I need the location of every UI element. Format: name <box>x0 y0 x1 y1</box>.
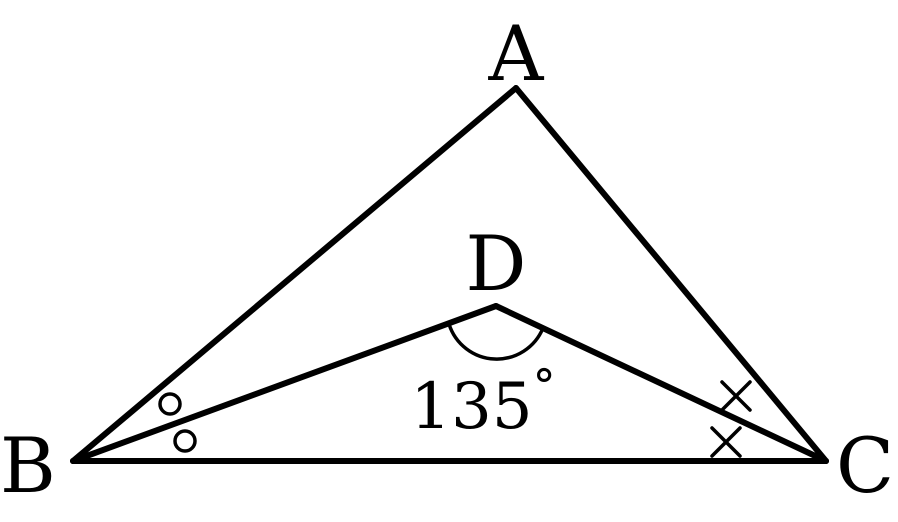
vertex-label-d: D <box>466 219 527 308</box>
edge-bd <box>70 303 499 464</box>
angle-mark-circle-lower <box>173 429 197 453</box>
vertex-label-a: A <box>488 9 545 98</box>
edge-ac <box>513 85 829 464</box>
angle-arc-d <box>447 322 545 361</box>
angle-mark-cross-lower <box>710 426 742 458</box>
angle-degree-symbol: ° <box>533 359 556 413</box>
angle-value: 135 <box>410 370 532 444</box>
vertex-label-c: C <box>836 421 894 510</box>
edge-dc <box>493 303 829 464</box>
angle-mark-circle-upper <box>158 392 182 416</box>
angle-mark-cross-upper <box>720 380 752 412</box>
angle-label-bdc: 135° <box>410 359 555 444</box>
vertex-label-b: B <box>0 421 56 510</box>
edge-ab <box>70 85 519 464</box>
